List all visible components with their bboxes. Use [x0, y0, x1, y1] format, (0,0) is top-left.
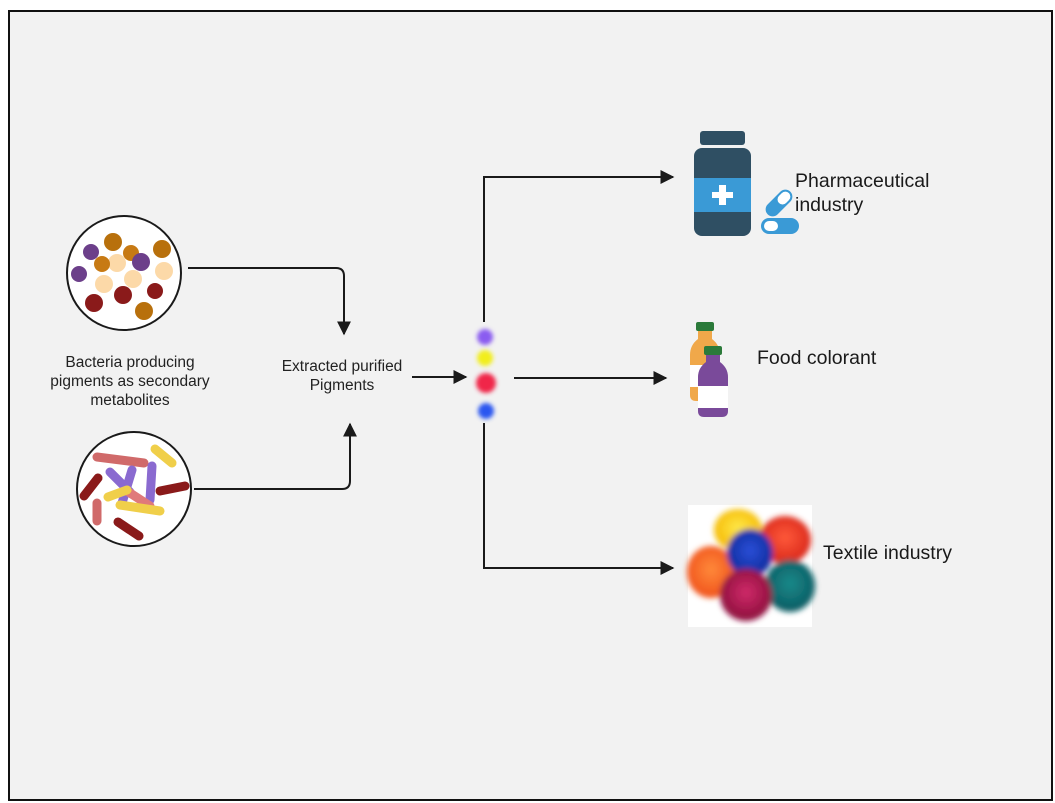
- pigment-dots: [476, 329, 496, 419]
- source-caption-line-2: pigments as secondary: [50, 373, 210, 390]
- textile-label: Textile industry: [823, 542, 952, 564]
- juice-bottles-icon: [690, 322, 728, 417]
- center-label: Extracted purified Pigments: [270, 357, 414, 395]
- pharma-label-line-2: industry: [795, 194, 864, 216]
- connector-cocci-to-center: [188, 267, 351, 336]
- food-label: Food colorant: [757, 347, 877, 369]
- medicine-bottle-pills-icon: [694, 131, 799, 236]
- petri-dish-cocci-icon: [66, 215, 182, 331]
- dye-powder-piles-icon: [687, 505, 815, 627]
- source-caption-line-1: Bacteria producing: [65, 354, 195, 371]
- pharma-label-line-1: Pharmaceutical: [795, 170, 930, 192]
- connector-to-textile: [483, 423, 675, 575]
- pigment-dot-purple: [477, 329, 493, 345]
- connector-rods-to-center: [194, 422, 357, 490]
- pharma-label: Pharmaceutical industry: [795, 169, 995, 217]
- center-label-line-2: Pigments: [309, 377, 375, 394]
- pigment-dot-red: [476, 373, 496, 393]
- source-caption: Bacteria producing pigments as secondary…: [40, 353, 220, 410]
- center-label-line-1: Extracted purified: [281, 358, 403, 375]
- pigment-dot-yellow: [477, 350, 493, 366]
- connector-to-pharma: [483, 170, 675, 322]
- diagram-frame: [8, 10, 1053, 801]
- source-caption-line-3: metabolites: [90, 392, 170, 409]
- pigment-dot-blue: [478, 403, 494, 419]
- petri-dish-rods-icon: [76, 431, 192, 547]
